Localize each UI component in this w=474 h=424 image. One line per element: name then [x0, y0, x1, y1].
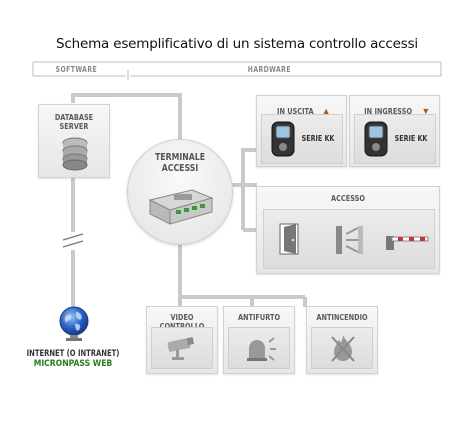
arrow-up-icon: ▲	[321, 106, 331, 116]
antincendio-box: ANTINCENDIO	[306, 306, 378, 374]
badge-reader-icon	[271, 121, 295, 157]
video-controllo-inner	[151, 327, 213, 369]
terminal-accessi: TERMINALE ACCESSI	[127, 139, 233, 245]
diagram-title: Schema esemplificativo di un sistema con…	[56, 36, 418, 52]
antincendio-inner	[311, 327, 373, 369]
in-uscita-inner: SERIE KK	[261, 114, 343, 164]
micronpass-web-label: MICRONPASS WEB	[33, 359, 113, 369]
accesso-label: ACCESSO	[331, 194, 365, 203]
accesso-box: ACCESSO	[256, 186, 440, 274]
database-server-box: DATABASE SERVER	[38, 104, 110, 178]
terminal-device-icon	[148, 189, 214, 225]
alarm-light-icon	[247, 337, 276, 361]
barrier-icon	[386, 236, 429, 250]
antifurto-label: ANTIFURTO	[237, 313, 281, 322]
in-ingresso-device: SERIE KK	[394, 134, 428, 143]
section-hardware: HARDWARE	[247, 65, 291, 74]
antifurto-inner	[228, 327, 290, 369]
in-uscita-box: IN USCITA ▲ SERIE KK	[256, 95, 347, 167]
badge-reader-icon	[364, 121, 388, 157]
video-controllo-box: VIDEO CONTROLLO	[146, 306, 218, 374]
in-ingresso-box: IN INGRESSO ▼ SERIE KK	[349, 95, 440, 167]
arrow-down-icon: ▼	[421, 106, 431, 116]
door-icon	[279, 223, 299, 255]
in-ingresso-label: IN INGRESSO	[363, 107, 412, 116]
terminal-label: TERMINALE ACCESSI	[154, 152, 206, 174]
in-uscita-device: SERIE KK	[301, 134, 335, 143]
internet-label: INTERNET (O INTRANET)	[26, 349, 120, 359]
in-ingresso-inner: SERIE KK	[354, 114, 436, 164]
fire-icon	[331, 335, 355, 362]
antincendio-label: ANTINCENDIO	[316, 313, 368, 322]
section-software: SOFTWARE	[55, 65, 98, 74]
in-uscita-label: IN USCITA	[276, 107, 314, 116]
database-icon	[62, 137, 88, 171]
video-controllo-label: VIDEO CONTROLLO	[160, 313, 205, 331]
antifurto-box: ANTIFURTO	[223, 306, 295, 374]
accesso-inner	[263, 209, 435, 269]
camera-icon	[167, 336, 195, 360]
globe-icon	[59, 306, 89, 341]
database-label: DATABASE SERVER	[54, 113, 94, 131]
turnstile-icon	[336, 226, 363, 254]
